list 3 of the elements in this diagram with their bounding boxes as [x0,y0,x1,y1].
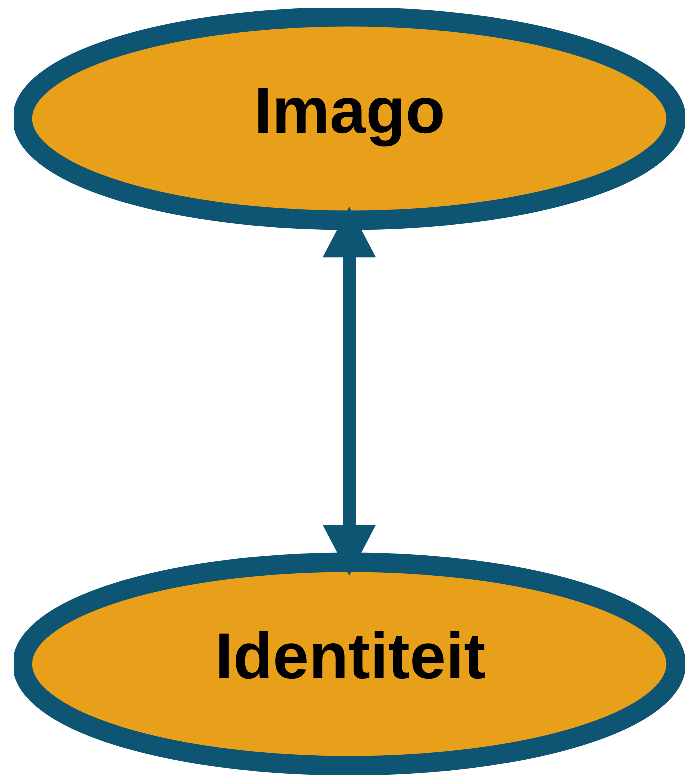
node-ellipse: Imago [14,8,684,230]
arrow [322,206,376,576]
node-ellipse: Identiteit [14,552,684,775]
